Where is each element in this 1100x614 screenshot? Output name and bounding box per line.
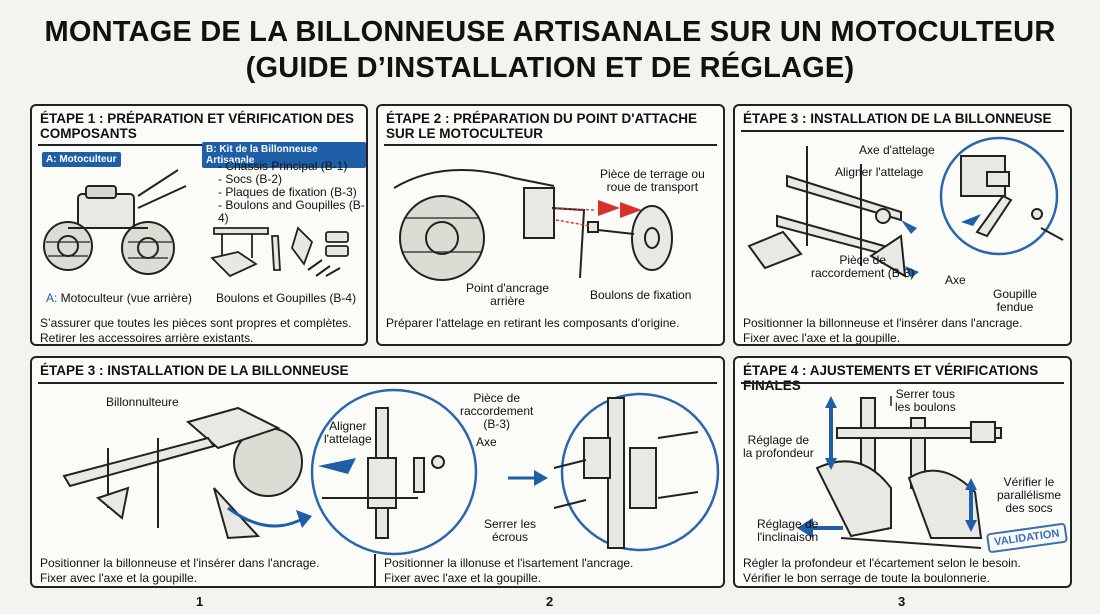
heading-rule (38, 144, 360, 146)
list-item: - Socs (B-2) (218, 172, 283, 186)
label-serrer-boulons: Serrer tous les boulons (895, 387, 956, 414)
component-list: - Châssis Principal (B-1) - Socs (B-2) -… (218, 160, 366, 225)
panel-heading: ÉTAPE 4 : AJUSTEMENTS ET VÉRIFICATIONS F… (743, 363, 1039, 393)
title-line-1: MONTAGE DE LA BILLONNEUSE ARTISANALE SUR… (44, 16, 1056, 48)
panel-caption: Positionner la billonneuse et l'insérer … (743, 316, 1023, 345)
page-title: MONTAGE DE LA BILLONNEUSE ARTISANALE SUR… (0, 14, 1100, 86)
caption-divider (374, 554, 376, 586)
panel-caption-left: Positionner la billonneuse et l'insérer … (40, 556, 320, 585)
panel-heading: ÉTAPE 3 : INSTALLATION DE LA BILLONNEUSE (743, 111, 1052, 126)
list-item: - Châssis Principal (B-1) (218, 159, 348, 173)
heading-rule (741, 382, 1064, 384)
panel-step-4: ÉTAPE 4 : AJUSTEMENTS ET VÉRIFICATIONS F… (733, 356, 1072, 588)
label-serrer-ecrous: Serrer les écrous (484, 517, 537, 544)
label-aligner-attelage: Aligner l'attelage (835, 165, 924, 179)
panel-heading: ÉTAPE 2 : PRÉPARATION DU POINT D'ATTACHE… (386, 111, 697, 141)
final-adjust-illustration (797, 396, 1002, 549)
panel-caption: S’assurer que toutes les pièces sont pro… (40, 316, 352, 345)
title-line-2: (GUIDE D’INSTALLATION ET DE RÉGLAGE) (245, 52, 855, 84)
panel-step-3: ÉTAPE 3 : INSTALLATION DE LA BILLONNEUSE… (733, 104, 1072, 346)
label-axe: Axe (476, 435, 497, 449)
label-billonnulteure: Billonnulteure (106, 395, 179, 409)
label-piece-raccordement: Pièce de raccordement (B-3) (811, 253, 915, 280)
panel-caption-right: Positionner la illonuse et l'isartement … (384, 556, 634, 585)
panel-step-3-detail: ÉTAPE 3 : INSTALLATION DE LA BILLONNEUSE (30, 356, 725, 588)
label-goupille-fendue: Goupille fendue (993, 287, 1038, 314)
label-boulons-goupilles: Boulons et Goupilles (B-4) (216, 291, 357, 305)
label-reglage-inclinaison: Réglage de l'inclinaison (757, 517, 819, 544)
label-boulons-fixation: Boulons de fixation (590, 288, 692, 302)
page-number-2: 2 (546, 594, 554, 609)
heading-rule (741, 130, 1064, 132)
page-number-1: 1 (196, 594, 204, 609)
panel-heading: ÉTAPE 3 : INSTALLATION DE LA BILLONNEUSE (40, 363, 349, 378)
list-item: - Plaques de fixation (B-3) (218, 185, 357, 199)
tag-kit: B: Kit de la Billonneuse Artisanale (202, 142, 366, 168)
heading-rule (384, 144, 717, 146)
attach-point-illustration (393, 169, 673, 281)
panel-caption: Régler la profondeur et l'écartement sel… (743, 556, 1021, 585)
label-motoculteur-rear: A: Motoculteur (vue arrière) (46, 291, 193, 305)
panel-step-1: ÉTAPE 1 : PRÉPARATION ET VÉRIFICATION DE… (30, 104, 368, 346)
label-piece-terrage: Pièce de terrage ou roue de transport (600, 167, 705, 194)
ridger-attach-illustration (62, 388, 720, 556)
label-piece-raccordement: Pièce de raccordement (B-3) (460, 391, 534, 431)
tag-motoculteur: A: Motoculteur (42, 152, 121, 167)
tiller-rear-illustration (43, 169, 187, 275)
label-point-ancrage: Point d'ancrage arrière (466, 281, 550, 308)
page-number-3: 3 (898, 594, 906, 609)
label-verifier-parallelisme: Vérifier le parallélisme des socs (997, 475, 1062, 515)
label-axe-attelage: Axe d'attelage (859, 143, 935, 157)
list-item: - Boulons and Goupilles (B-4) (218, 198, 365, 225)
panel-heading: ÉTAPE 1 : PRÉPARATION ET VÉRIFICATION DE… (40, 111, 355, 141)
heading-rule (38, 382, 717, 384)
label-reglage-profondeur: Réglage de la profondeur (743, 433, 814, 460)
panel-step-2: ÉTAPE 2 : PRÉPARATION DU POINT D'ATTACHE… (376, 104, 725, 346)
ridger-install-illustration (747, 136, 1064, 278)
label-aligner-attelage: Aligner l'attelage (324, 419, 372, 446)
panel-caption: Préparer l'attelage en retirant les comp… (386, 316, 680, 330)
kit-parts-illustration (210, 226, 349, 278)
label-axe: Axe (945, 273, 966, 287)
